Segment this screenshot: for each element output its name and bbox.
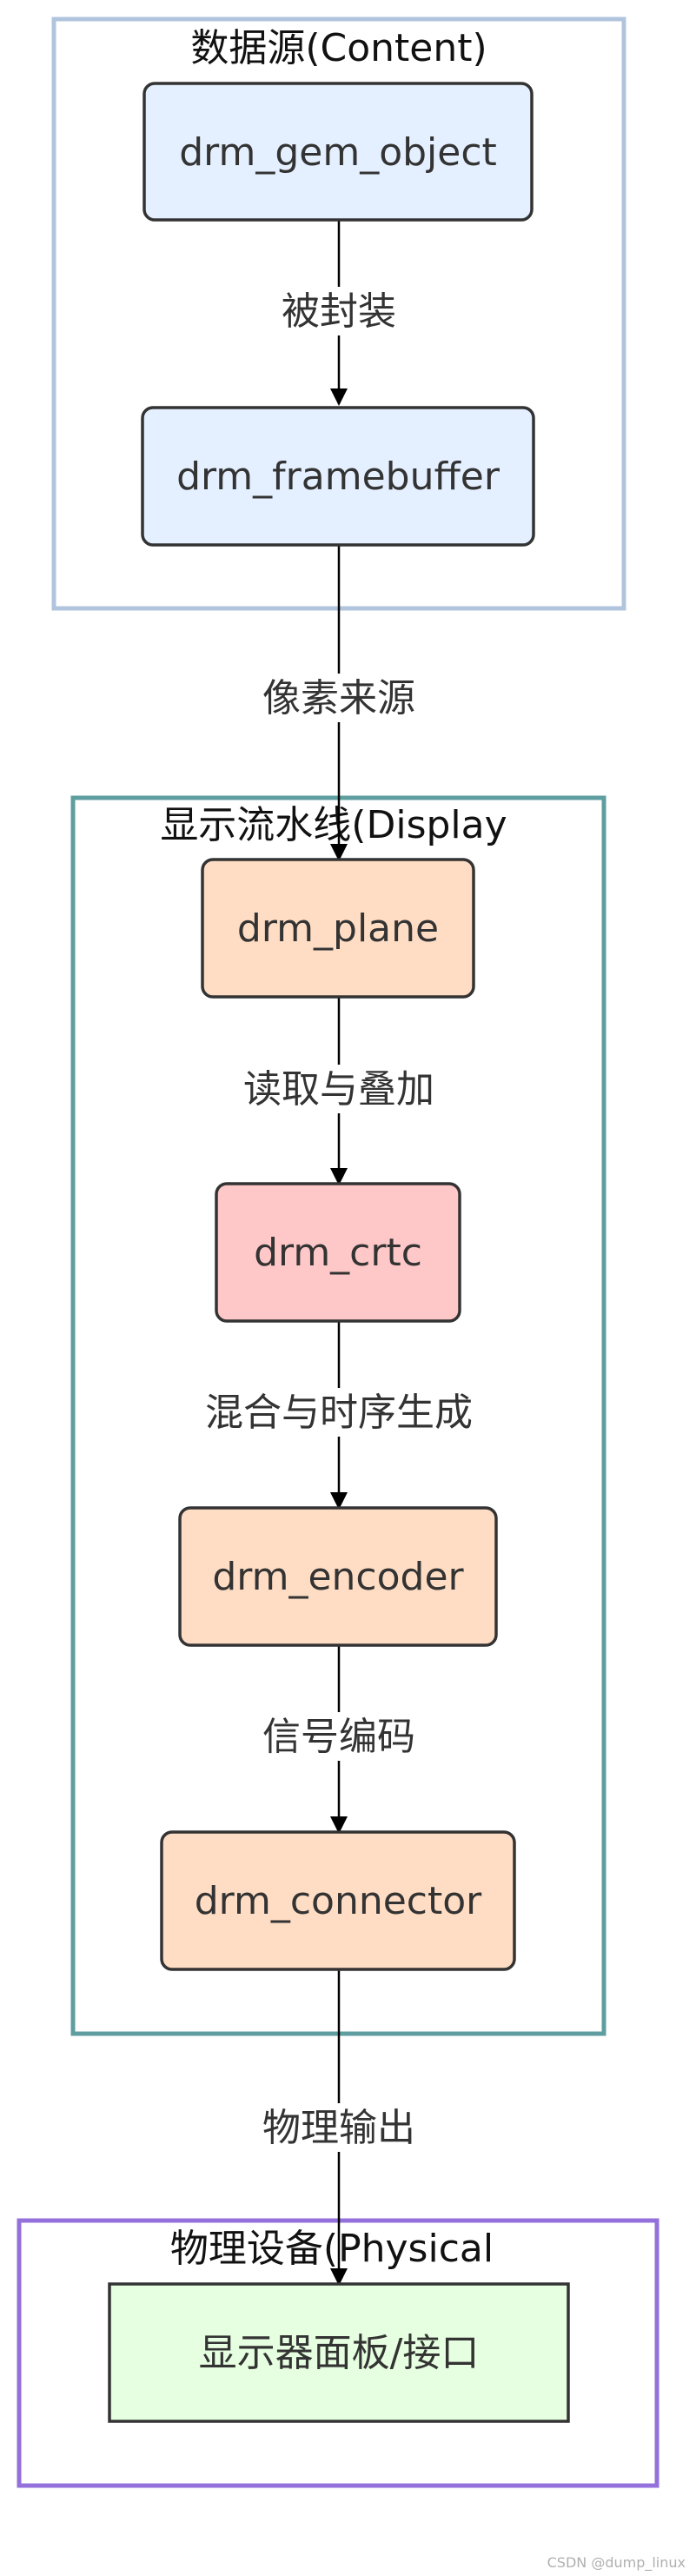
edge-label-bg-fb-plane bbox=[254, 674, 424, 722]
edge-label-bg-gem-fb bbox=[275, 287, 403, 335]
node-panel bbox=[108, 2282, 570, 2423]
edge-label-plane-crtc: 读取与叠加 bbox=[243, 1067, 434, 1112]
watermark: CSDN @dump_linux bbox=[547, 2554, 686, 2571]
cluster-physical-title: 物理设备(Physical bbox=[170, 2227, 494, 2271]
edge-label-encoder-connector: 信号编码 bbox=[262, 1715, 415, 1759]
node-panel-label: 显示器面板/接口 bbox=[199, 2331, 480, 2375]
node-encoder-label: drm_encoder bbox=[212, 1555, 464, 1599]
node-encoder bbox=[178, 1506, 498, 1647]
node-plane-label: drm_plane bbox=[237, 906, 439, 951]
node-crtc bbox=[215, 1182, 461, 1323]
edge-label-bg-connector-panel bbox=[254, 2103, 424, 2152]
edge-label-bg-crtc-encoder bbox=[193, 1388, 485, 1437]
node-connector bbox=[160, 1830, 516, 1971]
edge-label-crtc-encoder: 混合与时序生成 bbox=[205, 1391, 473, 1435]
cluster-content-title: 数据源(Content) bbox=[190, 26, 487, 70]
node-fb bbox=[141, 406, 535, 547]
edge-label-fb-plane: 像素来源 bbox=[262, 676, 415, 720]
edge-label-bg-encoder-connector bbox=[254, 1712, 424, 1761]
edge-label-gem-fb: 被封装 bbox=[282, 289, 396, 334]
node-plane bbox=[201, 858, 475, 999]
node-gem-label: drm_gem_object bbox=[179, 130, 497, 175]
edge-label-bg-plane-crtc bbox=[233, 1065, 445, 1113]
cluster-display-title: 显示流水线(Display bbox=[160, 803, 507, 847]
edge-label-connector-panel: 物理输出 bbox=[262, 2106, 415, 2150]
node-connector-label: drm_connector bbox=[195, 1879, 482, 1923]
node-gem bbox=[143, 82, 534, 222]
node-fb-label: drm_framebuffer bbox=[176, 455, 500, 499]
node-crtc-label: drm_crtc bbox=[254, 1231, 422, 1275]
